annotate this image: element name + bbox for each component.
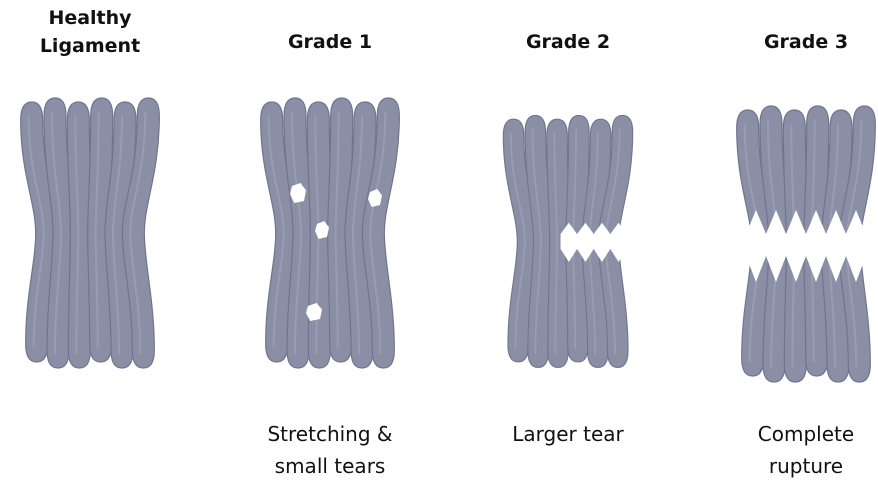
ligament-strands [21,98,160,368]
panel-title-grade-1: Grade 1 [240,28,420,56]
panel-caption-grade-1: Stretching & small tears [240,418,420,482]
ligament-strands [503,115,635,367]
ligament-strands [726,106,878,382]
ligament-grade-2 [478,108,658,388]
panel-title-grade-2: Grade 2 [478,28,658,56]
panel-caption-grade-2: Larger tear [478,418,658,450]
ligament-grade-3 [716,88,878,388]
panel-grade-3: Grade 3 Complete rupture [716,0,878,482]
panel-caption-grade-3: Complete rupture [716,418,878,482]
panel-title-healthy: Healthy Ligament [0,4,180,60]
ligament-strands [261,98,400,368]
ligament-healthy [0,88,180,388]
panel-title-grade-3: Grade 3 [716,28,878,56]
panel-healthy: Healthy Ligament [0,0,180,482]
ligament-grade-1 [240,88,420,388]
panel-grade-2: Grade 2 Larger tear [478,0,658,482]
panel-grade-1: Grade 1 Stretching & small tears [240,0,420,482]
